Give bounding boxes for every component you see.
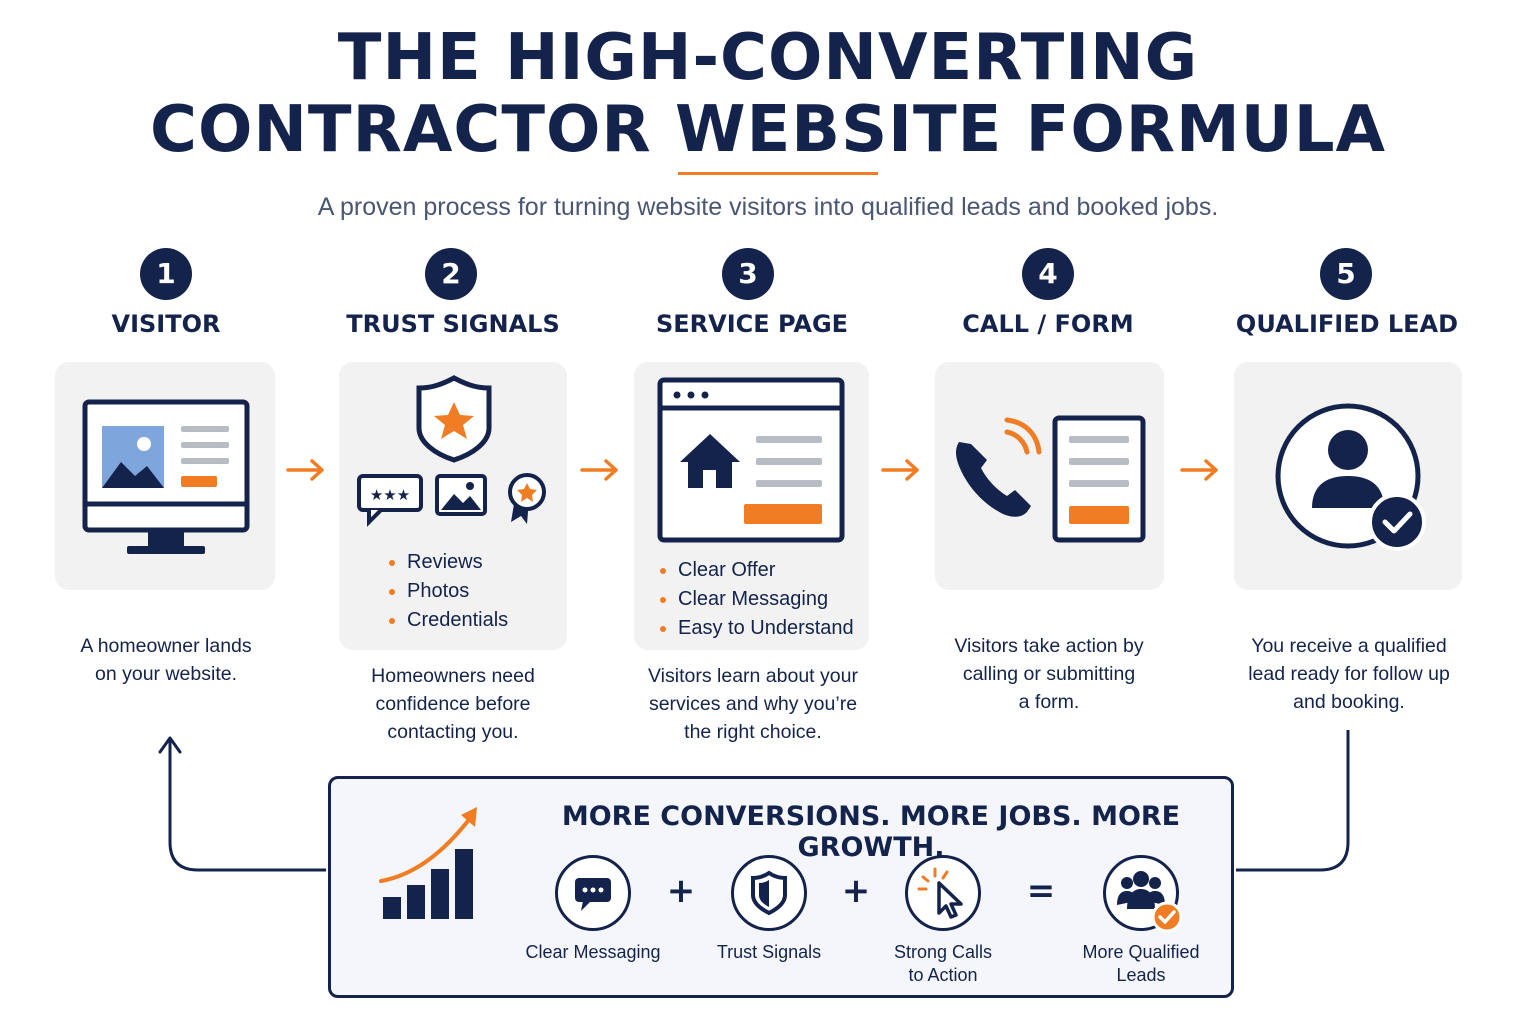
factor-label: Strong Calls to Action xyxy=(893,942,993,985)
shield-star-icon: ★★★ xyxy=(357,375,546,527)
bullet-item: Clear Offer xyxy=(660,556,854,585)
title-line-1: THE HIGH-CONVERTING xyxy=(337,21,1199,95)
factor-label: More Qualified Leads xyxy=(1082,942,1200,985)
step-description: Visitors learn about your services and w… xyxy=(648,665,858,743)
bullet-item: Clear Messaging xyxy=(660,585,854,614)
step-description: Visitors take action by calling or submi… xyxy=(954,635,1144,713)
step-number: 4 xyxy=(1022,248,1074,300)
cursor-click-icon xyxy=(917,867,963,919)
trust-signals-card: ★★★ Reviews Photos Credentials xyxy=(339,362,567,650)
chat-bubble-icon xyxy=(575,878,611,911)
step-number: 5 xyxy=(1320,248,1372,300)
title-line-2: CONTRACTOR WEBSITE FORMULA xyxy=(149,93,1387,167)
service-page-card: Clear Offer Clear Messaging Easy to Unde… xyxy=(634,362,869,650)
page-title: THE HIGH-CONVERTING CONTRACTOR WEBSITE F… xyxy=(0,22,1536,166)
step-title: VISITOR xyxy=(111,310,221,338)
step-number: 3 xyxy=(722,248,774,300)
step-description: You receive a qualified lead ready for f… xyxy=(1248,635,1450,713)
bullet-item: Credentials xyxy=(389,606,508,635)
step-title: QUALIFIED LEAD xyxy=(1235,310,1459,338)
growth-chart-icon xyxy=(379,807,477,919)
subtitle: A proven process for turning website vis… xyxy=(317,193,1219,221)
svg-text:★★★: ★★★ xyxy=(370,486,410,504)
bullet-item: Photos xyxy=(389,577,508,606)
shield-icon xyxy=(751,870,787,916)
factor-strong-calls: Strong Calls to Action xyxy=(858,855,1028,987)
monitor-icon xyxy=(82,399,250,554)
step-description: A homeowner lands on your website. xyxy=(80,635,252,685)
bullet-item: Easy to Understand xyxy=(660,614,854,643)
qualified-lead-card xyxy=(1234,362,1462,590)
step-title: TRUST SIGNALS xyxy=(346,310,560,338)
equals-operator: = xyxy=(1026,871,1056,911)
banner-title: MORE CONVERSIONS. MORE JOBS. MORE GROWTH… xyxy=(561,801,1181,863)
bullet-item: Reviews xyxy=(389,548,508,577)
group-check-icon xyxy=(1117,871,1183,933)
step-number: 1 xyxy=(140,248,192,300)
title-underline xyxy=(678,172,878,175)
user-check-icon xyxy=(1275,403,1426,551)
trust-bullets: Reviews Photos Credentials xyxy=(389,548,508,635)
factor-more-qualified-leads: More Qualified Leads xyxy=(1056,855,1226,987)
call-form-card xyxy=(935,362,1164,590)
arrow-right-icon xyxy=(1180,459,1218,481)
service-bullets: Clear Offer Clear Messaging Easy to Unde… xyxy=(660,556,854,643)
phone-form-icon xyxy=(956,415,1146,543)
step-title: CALL / FORM xyxy=(962,310,1134,338)
arrow-right-icon xyxy=(881,459,919,481)
arrow-right-icon xyxy=(286,459,324,481)
visitor-card xyxy=(55,362,275,590)
arrow-right-icon xyxy=(580,459,618,481)
factor-clear-messaging: Clear Messaging xyxy=(508,855,678,964)
factor-label: Trust Signals xyxy=(716,942,822,962)
plus-operator: + xyxy=(841,871,871,911)
step-description: Homeowners need confidence before contac… xyxy=(371,665,535,743)
step-title: SERVICE PAGE xyxy=(655,310,849,338)
factor-label: Clear Messaging xyxy=(525,942,661,962)
step-number: 2 xyxy=(425,248,477,300)
plus-operator: + xyxy=(666,871,696,911)
service-page-icon xyxy=(657,377,845,543)
factor-trust-signals: Trust Signals xyxy=(684,855,854,964)
growth-banner: MORE CONVERSIONS. MORE JOBS. MORE GROWTH… xyxy=(328,776,1234,998)
